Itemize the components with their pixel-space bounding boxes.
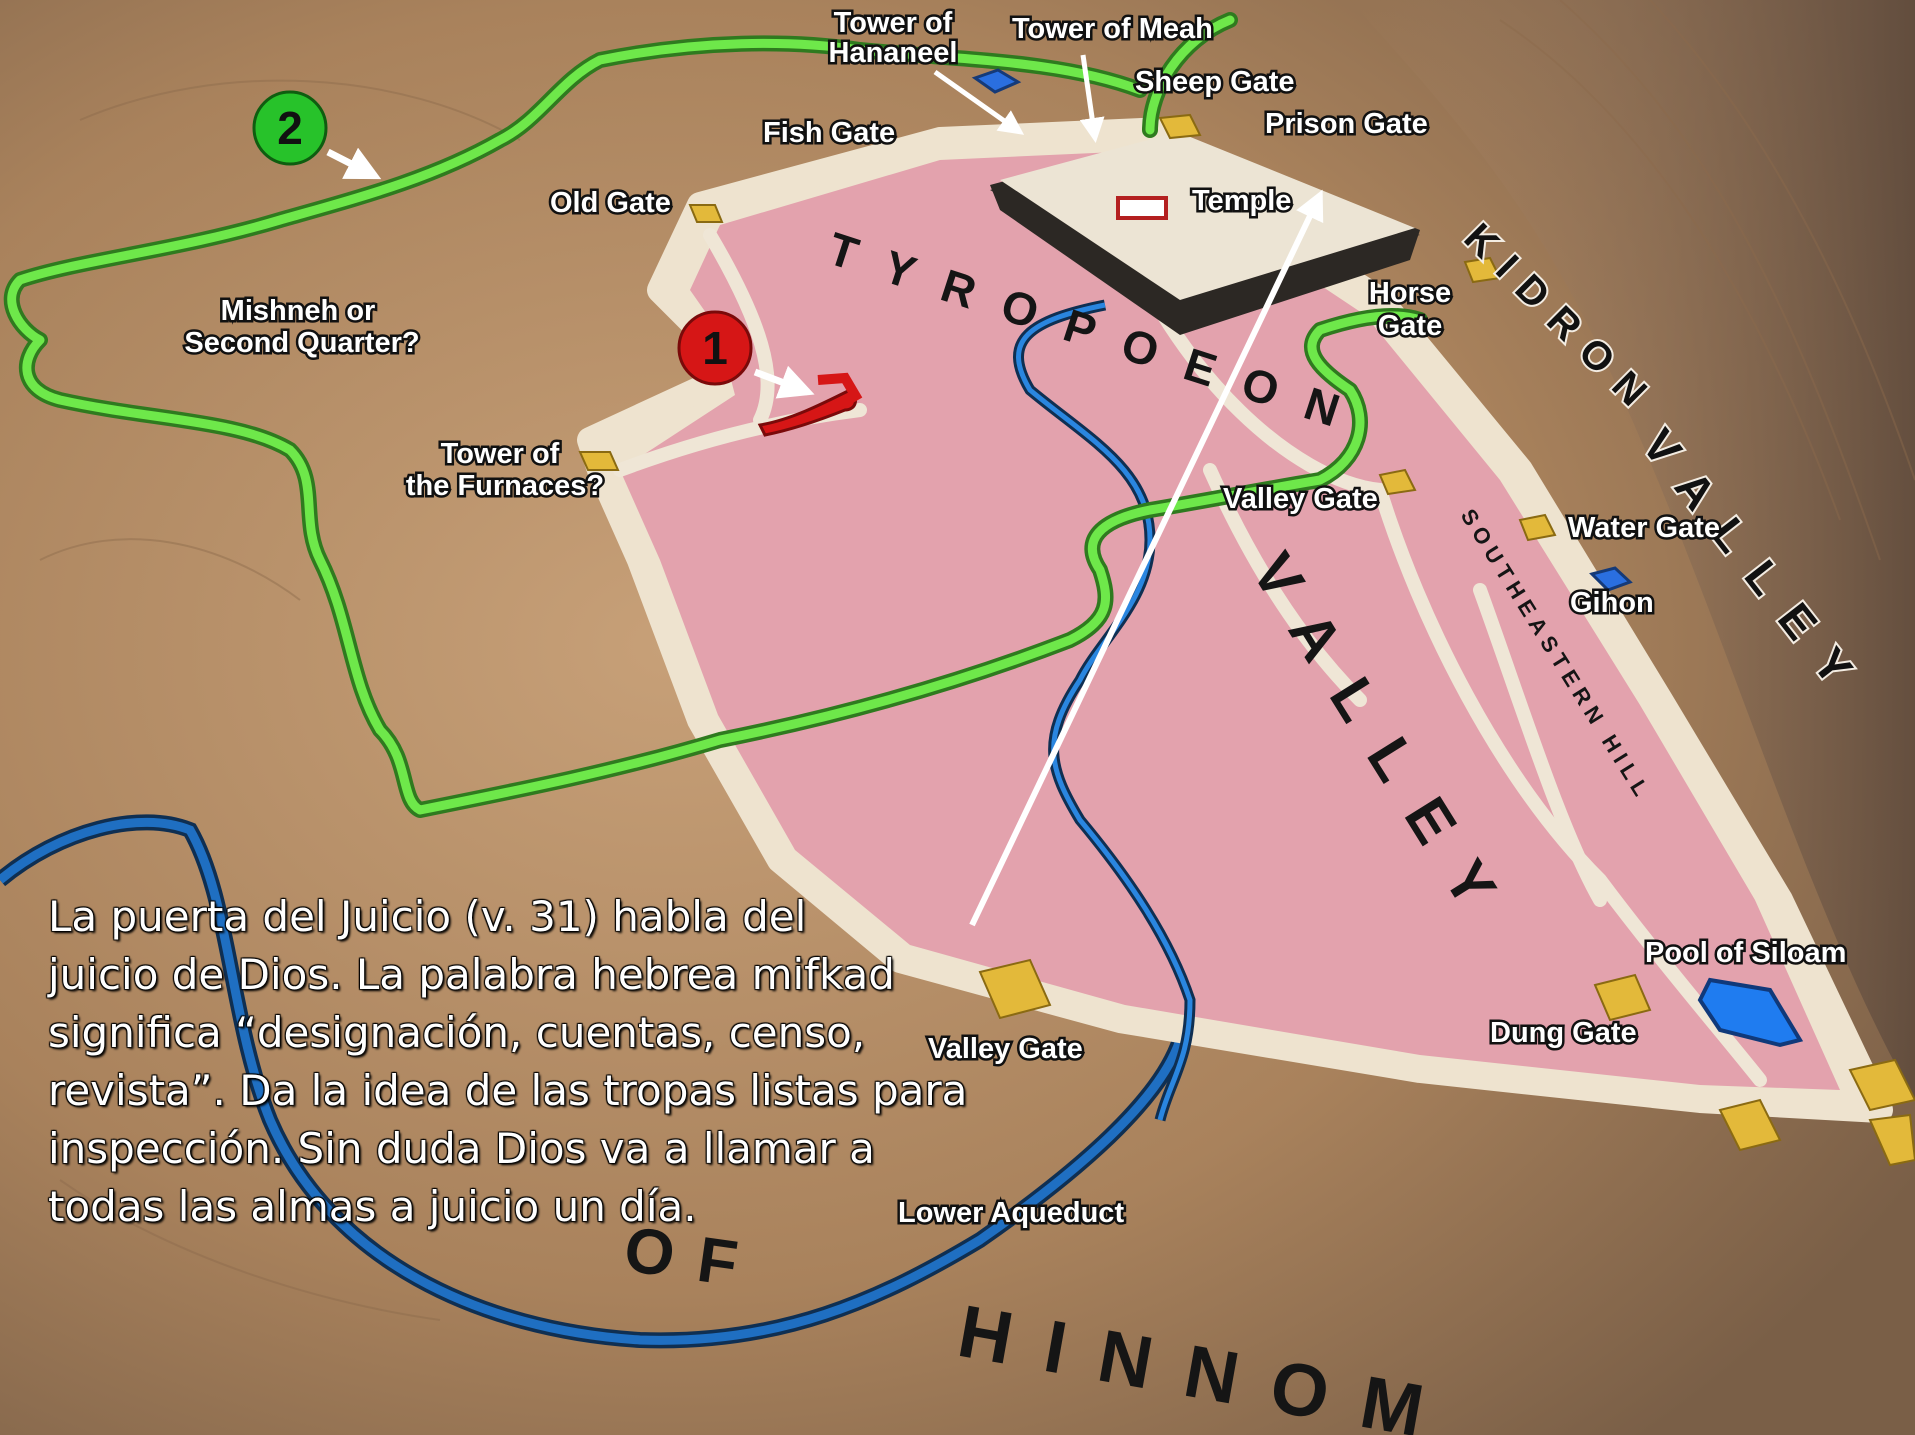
marker-one-label: 1 (702, 322, 728, 374)
label-tower-of-furnaces-1: Tower of (441, 438, 560, 470)
gihon-spring (1589, 566, 1633, 592)
label-prison-gate: Prison Gate (1265, 108, 1428, 140)
caption-line: revista”. Da la idea de las tropas lista… (48, 1066, 968, 1115)
city-aqueduct-inner (1016, 302, 1193, 1121)
label-temple: Temple (1192, 185, 1291, 217)
green-route (3, 12, 1428, 818)
gate-marker (688, 204, 724, 223)
hananeel-arrow (933, 69, 1025, 135)
marker-one: 1 (677, 310, 863, 437)
gate-markers (578, 113, 1915, 1167)
internal-walls (613, 228, 1767, 1087)
contour-lines (39, 0, 1915, 1321)
label-sheep-gate: Sheep Gate (1135, 66, 1295, 98)
temple-building-icon (1116, 196, 1168, 220)
gate-marker (1718, 1098, 1782, 1152)
caption-line: inspección. Sin duda Dios va a llamar a (48, 1124, 875, 1173)
city-area (620, 150, 1840, 1090)
pool-of-siloam (1697, 977, 1804, 1048)
label-tower-of-hananeel-2: Hananeel (829, 37, 958, 69)
main-arrow (969, 189, 1324, 927)
kidron-slope (1350, 0, 1915, 1100)
northern-pool (971, 68, 1022, 94)
label-lower-aqueduct: Lower Aqueduct (898, 1197, 1124, 1229)
label-tower-of-meah: Tower of Meah (1012, 13, 1213, 45)
label-horse-gate-1: Horse (1369, 277, 1451, 309)
caption-line: juicio de Dios. La palabra hebrea mifkad (48, 950, 895, 999)
marker-one-arrow (753, 365, 815, 399)
caption-line: La puerta del Juicio (v. 31) habla del (48, 892, 807, 941)
gate-marker (978, 958, 1052, 1020)
gate-marker (1158, 113, 1202, 140)
marker-two-arrow (326, 147, 382, 180)
caption-text: La puerta del Juicio (v. 31) habla del j… (48, 888, 998, 1236)
label-tower-of-furnaces-2: the Furnaces? (406, 470, 604, 502)
label-dung-gate: Dung Gate (1490, 1017, 1637, 1049)
marker-two: 2 (252, 90, 382, 180)
label-mishneh-2: Second Quarter? (184, 327, 419, 359)
label-gihon: Gihon (1570, 587, 1654, 619)
marker-two-label: 2 (277, 102, 303, 154)
label-fish-gate: Fish Gate (763, 117, 895, 149)
gate-marker (578, 451, 620, 471)
gate-marker (1518, 513, 1557, 542)
label-horse-gate-2: Gate (1378, 310, 1442, 342)
gate-marker (1848, 1058, 1915, 1112)
label-valley-gate-lower: Valley Gate (928, 1033, 1083, 1065)
label-pool-of-siloam: Pool of Siloam (1645, 937, 1846, 969)
caption-line: todas las almas a juicio un día. (48, 1182, 697, 1231)
gate-marker (1593, 973, 1652, 1022)
label-mishneh-1: Mishneh or (221, 295, 376, 327)
caption-line: significa “designación, cuentas, censo, (48, 1008, 866, 1057)
label-valley-gate-upper: Valley Gate (1223, 483, 1378, 515)
gate-marker (1378, 468, 1417, 496)
label-water-gate: Water Gate (1568, 512, 1720, 544)
label-old-gate: Old Gate (550, 187, 671, 219)
label-tower-of-hananeel-1: Tower of (834, 7, 953, 39)
gate-marker (1463, 256, 1502, 284)
meah-arrow (1079, 54, 1105, 143)
western-aqueduct-inner (0, 817, 1185, 1345)
gate-marker (1868, 1113, 1915, 1167)
temple-platform (990, 132, 1420, 335)
